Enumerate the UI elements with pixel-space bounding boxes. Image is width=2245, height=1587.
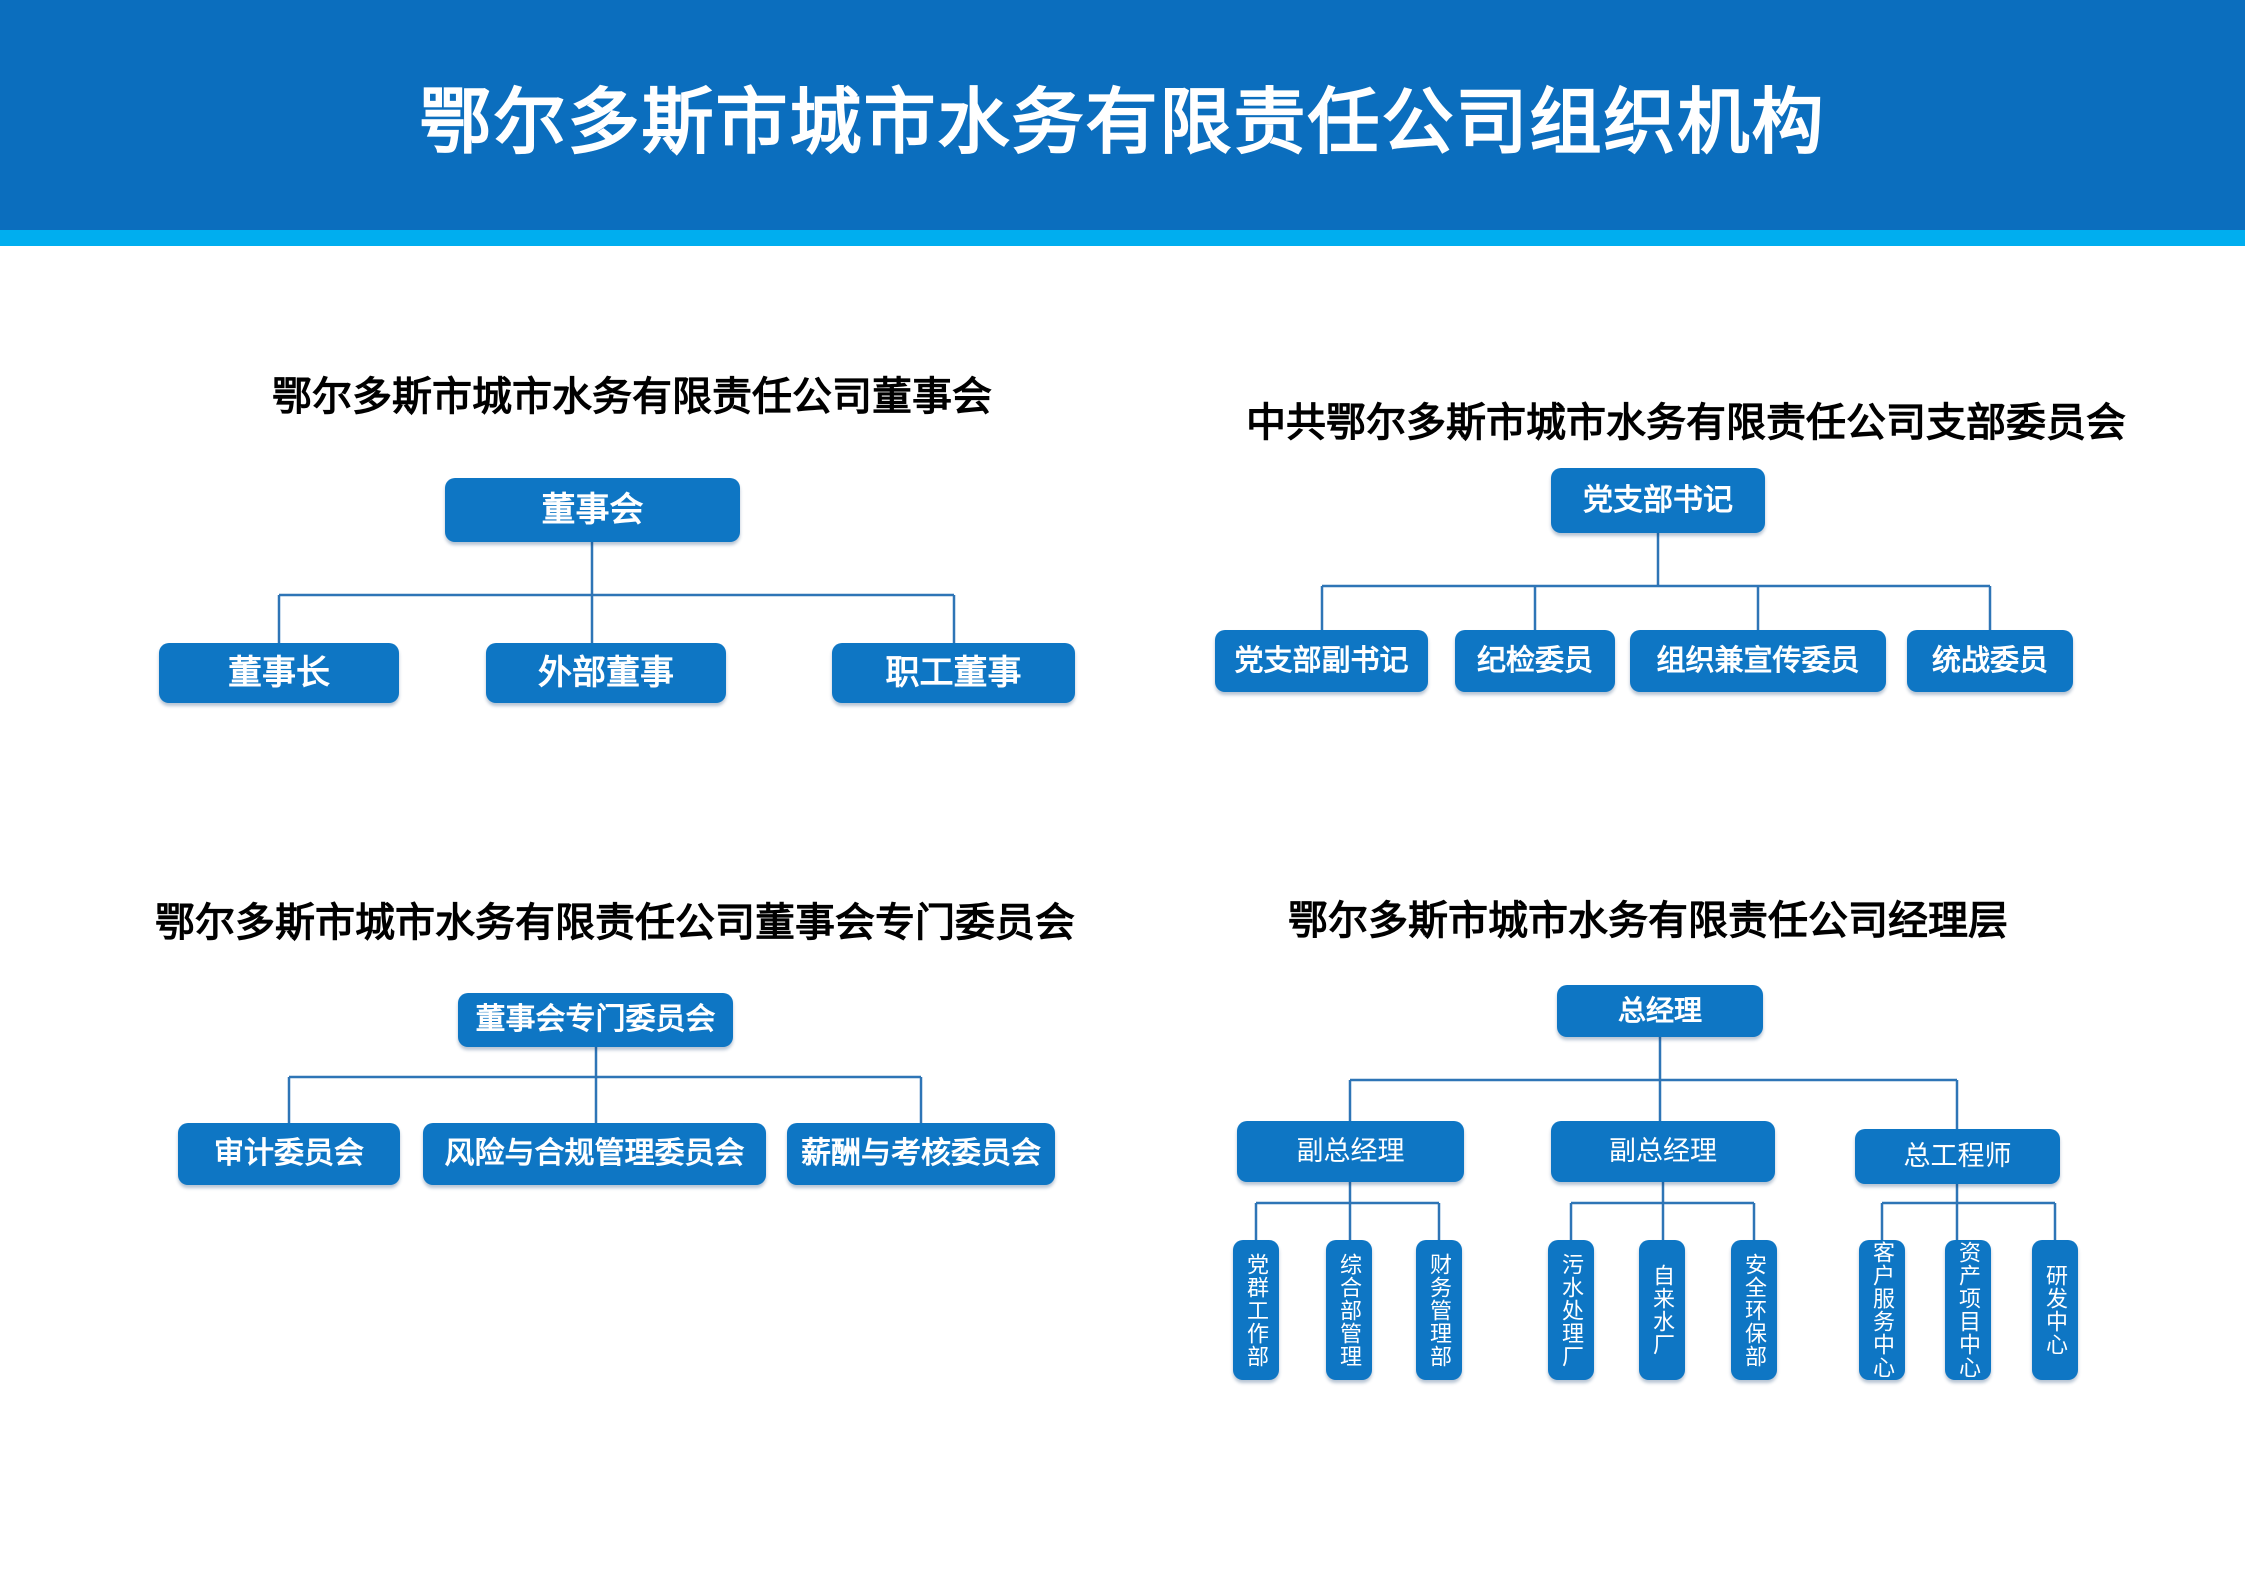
dept-label: 党群工作部 [1244, 1252, 1269, 1368]
org-node-party-secretary: 党支部书记 [1551, 468, 1765, 533]
org-node-dept-sewage-plant: 污水处理厂 [1548, 1240, 1594, 1380]
org-node-chairman: 董事长 [159, 643, 399, 703]
dept-label: 综合部管理 [1337, 1252, 1362, 1368]
org-node-deputy-gm-2: 副总经理 [1551, 1121, 1775, 1182]
org-node-general-manager: 总经理 [1557, 985, 1763, 1037]
org-node-dept-safety-environment: 安全环保部 [1731, 1240, 1777, 1380]
dept-label: 自来水厂 [1650, 1264, 1675, 1356]
org-node-remuneration-committee: 薪酬与考核委员会 [787, 1123, 1055, 1185]
org-node-special-committees-root: 董事会专门委员会 [458, 993, 733, 1047]
dept-label: 污水处理厂 [1559, 1252, 1584, 1368]
dept-label: 研发中心 [2043, 1264, 2068, 1356]
org-node-discipline-member: 纪检委员 [1455, 630, 1615, 692]
org-node-employee-director: 职工董事 [832, 643, 1075, 703]
org-node-dept-general-admin: 综合部管理 [1326, 1240, 1372, 1380]
chart-title-board: 鄂尔多斯市城市水务有限责任公司董事会 [272, 374, 992, 419]
chart-title-committees: 鄂尔多斯市城市水务有限责任公司董事会专门委员会 [155, 900, 1075, 945]
page-title: 鄂尔多斯市城市水务有限责任公司组织机构 [419, 82, 1826, 163]
dept-label: 安全环保部 [1742, 1252, 1767, 1368]
org-node-dept-party-mass-work: 党群工作部 [1233, 1240, 1279, 1380]
banner: 鄂尔多斯市城市水务有限责任公司组织机构 [0, 0, 2245, 230]
org-node-dept-finance: 财务管理部 [1416, 1240, 1462, 1380]
org-node-united-front-member: 统战委员 [1907, 630, 2073, 692]
org-node-dept-customer-service: 客户服务中心 [1859, 1240, 1905, 1380]
org-node-chief-engineer: 总工程师 [1855, 1129, 2060, 1184]
org-node-organization-publicity-member: 组织兼宣传委员 [1630, 630, 1886, 692]
chart-title-party: 中共鄂尔多斯市城市水务有限责任公司支部委员会 [1246, 400, 2126, 445]
banner-accent-stripe [0, 230, 2245, 246]
dept-label: 财务管理部 [1427, 1252, 1452, 1368]
org-node-dept-asset-project: 资产项目中心 [1945, 1240, 1991, 1380]
dept-label: 资产项目中心 [1956, 1241, 1981, 1379]
org-node-audit-committee: 审计委员会 [178, 1123, 400, 1185]
org-node-external-director: 外部董事 [486, 643, 726, 703]
chart-title-management: 鄂尔多斯市城市水务有限责任公司经理层 [1288, 898, 2008, 943]
org-node-dept-waterworks: 自来水厂 [1639, 1240, 1685, 1380]
dept-label: 客户服务中心 [1870, 1241, 1895, 1379]
org-node-deputy-gm-1: 副总经理 [1237, 1121, 1464, 1182]
org-node-dept-rnd-center: 研发中心 [2032, 1240, 2078, 1380]
org-node-deputy-party-secretary: 党支部副书记 [1215, 630, 1428, 692]
org-node-risk-compliance-committee: 风险与合规管理委员会 [423, 1123, 766, 1185]
org-node-board-root: 董事会 [445, 478, 740, 542]
